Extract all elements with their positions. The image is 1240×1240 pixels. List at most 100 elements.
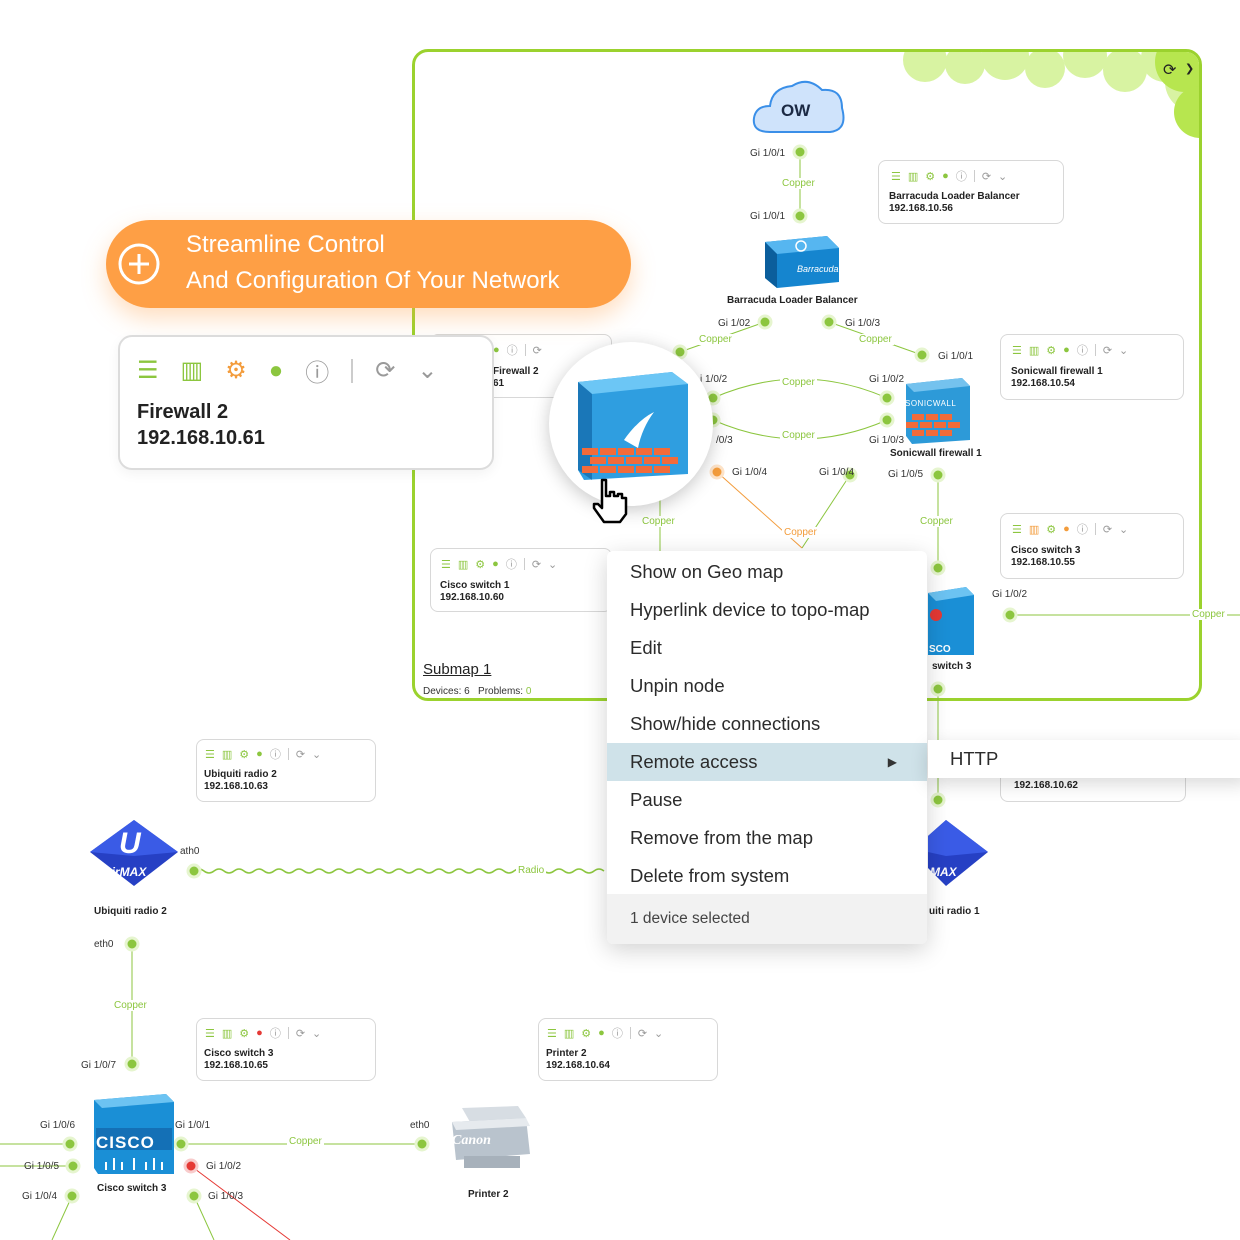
dashboard-icon[interactable]: ▥ [457, 558, 469, 571]
device-card-sonicwall[interactable]: ☰ ▥ ⚙ ● ⓘ ⟳ ⌄ Sonicwall firewall 1 192.1… [1000, 334, 1184, 400]
settings-hand-icon[interactable]: ⚙ [225, 357, 247, 384]
list-icon[interactable]: ☰ [137, 357, 159, 384]
focused-device-card[interactable]: ☰ ▥ ⚙ ● ⓘ ⟳ ⌄ Firewall 2 192.168.10.61 [118, 335, 494, 470]
settings-hand-icon[interactable]: ⚙ [1046, 523, 1057, 536]
info-icon[interactable]: ⓘ [305, 360, 330, 387]
device-card-ubiquiti-radio-2[interactable]: ☰ ▥ ⚙ ● ⓘ ⟳ ⌄ Ubiquiti radio 2 192.168.1… [196, 739, 376, 802]
device-card-ip: 192.168.10.65 [204, 1060, 268, 1071]
refresh-icon[interactable]: ⟳ [375, 357, 396, 384]
submap-chevron-down-icon[interactable]: ❯ [1185, 63, 1195, 75]
chevron-down-icon[interactable]: ⌄ [1119, 523, 1129, 536]
port-label: Gi 1/0/2 [992, 589, 1028, 600]
chevron-down-icon[interactable]: ⌄ [1119, 344, 1129, 357]
dashboard-icon[interactable]: ▥ [180, 357, 204, 384]
settings-hand-icon[interactable]: ⚙ [581, 1027, 592, 1040]
dashboard-icon[interactable]: ▥ [221, 1027, 233, 1040]
refresh-icon[interactable]: ⟳ [637, 1027, 648, 1040]
user-icon[interactable]: ● [942, 170, 949, 182]
info-icon[interactable]: ⓘ [269, 1028, 281, 1040]
chevron-down-icon[interactable]: ⌄ [312, 748, 322, 761]
dashboard-icon[interactable]: ▥ [1028, 344, 1040, 357]
menu-item-remote-access[interactable]: Remote access ▶ [607, 743, 927, 781]
user-icon[interactable]: ● [492, 558, 499, 570]
refresh-icon[interactable]: ⟳ [1102, 344, 1113, 357]
context-menu[interactable]: Show on Geo map Hyperlink device to topo… [607, 551, 927, 944]
refresh-icon[interactable]: ⟳ [981, 170, 992, 183]
menu-item-edit[interactable]: Edit [630, 637, 662, 658]
refresh-icon[interactable]: ⟳ [531, 558, 542, 571]
user-icon[interactable]: ● [256, 1027, 263, 1039]
refresh-icon[interactable]: ⟳ [295, 1027, 306, 1040]
cisco-switch-device-icon[interactable] [92, 1090, 176, 1176]
barracuda-device-icon[interactable]: Barracuda [757, 232, 841, 290]
settings-hand-icon[interactable]: ⚙ [239, 1027, 250, 1040]
printer-device-icon[interactable] [448, 1104, 532, 1170]
chevron-down-icon[interactable]: ⌄ [654, 1027, 664, 1040]
refresh-icon[interactable]: ⟳ [532, 344, 542, 357]
submenu-item-http[interactable]: HTTP [928, 740, 1240, 778]
settings-hand-icon[interactable]: ⚙ [239, 748, 250, 761]
cisco-switch-device-icon[interactable] [926, 585, 976, 657]
menu-item-unpin-node[interactable]: Unpin node [630, 675, 725, 696]
dashboard-icon[interactable]: ▥ [1028, 523, 1040, 536]
info-icon[interactable]: ⓘ [955, 171, 967, 183]
device-card-cisco-switch-3-top[interactable]: ☰ ▥ ⚙ ● ⓘ ⟳ ⌄ Cisco switch 3 192.168.10.… [1000, 513, 1184, 579]
port-label: eth0 [94, 939, 114, 950]
dashboard-icon[interactable]: ▥ [907, 170, 919, 183]
chevron-down-icon[interactable]: ⌄ [998, 170, 1008, 183]
info-icon[interactable]: ⓘ [505, 559, 517, 571]
toolbar-separator [287, 1027, 289, 1039]
cloud-icon[interactable] [750, 74, 848, 138]
device-card-name: Barracuda Loader Balancer [889, 191, 1020, 202]
devices-count: Devices: 6 [423, 686, 470, 697]
user-icon[interactable]: ● [268, 356, 284, 384]
chevron-down-icon[interactable]: ⌄ [417, 357, 438, 384]
submap-stats: Devices: 6 Problems: 0 [423, 686, 531, 697]
firewall-device-icon[interactable] [576, 370, 692, 482]
list-icon[interactable]: ☰ [1012, 523, 1022, 536]
user-icon[interactable]: ● [598, 1027, 605, 1039]
device-card-barracuda[interactable]: ☰ ▥ ⚙ ● ⓘ ⟳ ⌄ Barracuda Loader Balancer … [878, 160, 1064, 224]
submap-title[interactable]: Submap 1 [423, 661, 492, 678]
list-icon[interactable]: ☰ [891, 170, 901, 183]
chevron-down-icon[interactable]: ⌄ [548, 558, 558, 571]
info-icon[interactable]: ⓘ [611, 1028, 623, 1040]
list-icon[interactable]: ☰ [547, 1027, 557, 1040]
menu-item-pause[interactable]: Pause [630, 789, 683, 810]
info-icon[interactable]: ⓘ [1076, 345, 1088, 357]
info-icon[interactable]: ⓘ [506, 345, 518, 357]
info-icon[interactable]: ⓘ [1076, 524, 1088, 536]
device-card-printer-2[interactable]: ☰ ▥ ⚙ ● ⓘ ⟳ ⌄ Printer 2 192.168.10.64 [538, 1018, 718, 1081]
dashboard-icon[interactable]: ▥ [221, 748, 233, 761]
info-icon[interactable]: ⓘ [269, 749, 281, 761]
ubiquiti-device-icon[interactable] [88, 818, 180, 888]
device-card-cisco-switch-1[interactable]: ☰ ▥ ⚙ ● ⓘ ⟳ ⌄ Cisco switch 1 192.168.10.… [430, 548, 612, 612]
menu-item-show-hide-connections[interactable]: Show/hide connections [630, 713, 821, 734]
refresh-icon[interactable]: ⟳ [295, 748, 306, 761]
submap-refresh-icon[interactable]: ⟳ [1163, 62, 1177, 79]
user-icon[interactable]: ● [1063, 344, 1070, 356]
user-icon[interactable]: ● [493, 344, 500, 356]
user-icon[interactable]: ● [256, 748, 263, 760]
menu-item-hyperlink-device[interactable]: Hyperlink device to topo-map [630, 599, 870, 620]
device-card-cisco-switch-3[interactable]: ☰ ▥ ⚙ ● ⓘ ⟳ ⌄ Cisco switch 3 192.168.10.… [196, 1018, 376, 1081]
device-name: Cisco switch 3 [97, 1183, 167, 1194]
svg-text:Barracuda: Barracuda [797, 264, 839, 274]
menu-item-remove-from-map[interactable]: Remove from the map [630, 827, 814, 848]
list-icon[interactable]: ☰ [1012, 344, 1022, 357]
refresh-icon[interactable]: ⟳ [1102, 523, 1113, 536]
user-icon[interactable]: ● [1063, 523, 1070, 535]
settings-hand-icon[interactable]: ⚙ [1046, 344, 1057, 357]
ubiquiti-device-icon[interactable] [926, 818, 990, 888]
sonicwall-device-icon[interactable] [902, 376, 972, 446]
menu-item-show-on-geo-map[interactable]: Show on Geo map [630, 561, 784, 582]
list-icon[interactable]: ☰ [441, 558, 451, 571]
list-icon[interactable]: ☰ [205, 1027, 215, 1040]
dashboard-icon[interactable]: ▥ [563, 1027, 575, 1040]
menu-item-delete-from-system[interactable]: Delete from system [630, 865, 790, 886]
list-icon[interactable]: ☰ [205, 748, 215, 761]
settings-hand-icon[interactable]: ⚙ [925, 170, 936, 183]
settings-hand-icon[interactable]: ⚙ [475, 558, 486, 571]
chevron-down-icon[interactable]: ⌄ [312, 1027, 322, 1040]
